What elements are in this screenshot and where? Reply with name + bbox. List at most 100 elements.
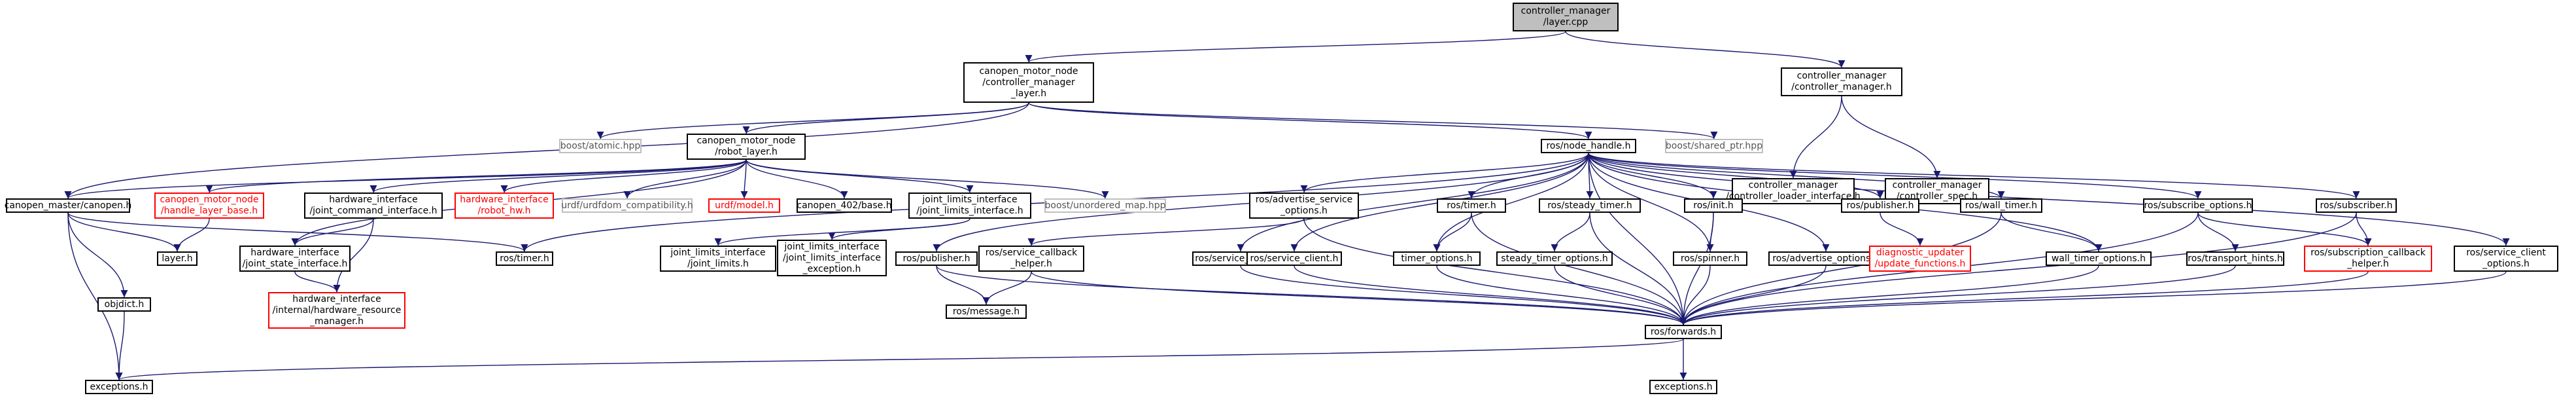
edge-cmn_layer-boost_atomic xyxy=(596,102,1029,139)
node-boost-shared-ptr[interactable]: boost/shared_ptr.hpp xyxy=(1665,139,1763,153)
edge-ros_pub-diag xyxy=(1880,212,1924,246)
node-ros-timer-left[interactable]: ros/timer.h xyxy=(496,251,553,266)
edge-pub2-forwards xyxy=(936,265,1687,325)
node-boost-unordered-map[interactable]: boost/unordered_map.hpp xyxy=(1044,198,1166,213)
edge-scb-forwards xyxy=(1031,271,1687,325)
node-canopen-402-base[interactable]: canopen_402/base.h xyxy=(797,198,892,213)
edge-canopen_h-layer_h xyxy=(67,212,181,252)
edge-subscriber-forwards xyxy=(1679,212,2357,325)
node-layer-h[interactable]: layer.h xyxy=(157,251,197,266)
edge-wall_timer-wall_opt xyxy=(2001,212,2103,252)
node-timer-options[interactable]: timer_options.h xyxy=(1393,251,1481,266)
edge-canopen_h-exc1 xyxy=(67,212,123,380)
edge-subscriber-sub_cb xyxy=(2356,212,2372,246)
edge-root-cmn_layer xyxy=(1025,31,1566,63)
edge-ros_init-forwards xyxy=(1679,212,1714,325)
edge-robot_layer-canopen_h xyxy=(64,159,747,199)
edge-robot_layer-jci xyxy=(369,159,747,193)
node-ros-spinner[interactable]: ros/spinner.h xyxy=(1673,251,1747,266)
edge-srv_server-forwards xyxy=(1240,265,1687,325)
node-ros-publisher-left[interactable]: ros/publisher.h xyxy=(895,251,978,266)
node-service-callback-helper[interactable]: ros/service_callback _helper.h xyxy=(978,246,1084,272)
node-diagnostic-updater-update-functions[interactable]: diagnostic_updater /update_functions.h xyxy=(1869,246,1971,272)
node-joint-limits-interface-exception[interactable]: joint_limits_interface /joint_limits_int… xyxy=(777,240,887,276)
node-exceptions-left[interactable]: exceptions.h xyxy=(85,380,153,394)
edge-robot_layer-urdf_model xyxy=(740,159,748,199)
node-ros-subscribe-options[interactable]: ros/subscribe_options.h xyxy=(2143,198,2253,213)
node-robot-layer[interactable]: canopen_motor_node /robot_layer.h xyxy=(687,134,806,160)
edge-scb-message xyxy=(982,271,1032,305)
edge-node_handle-spinner xyxy=(1588,153,1714,252)
node-joint-limits-h[interactable]: joint_limits_interface /joint_limits.h xyxy=(660,246,776,272)
node-urdfdom-compatibility[interactable]: urdf/urdfdom_compatibility.h xyxy=(561,198,693,213)
node-ros-timer[interactable]: ros/timer.h xyxy=(1437,198,1506,213)
edge-node_handle-forwards xyxy=(1588,153,1687,325)
node-controller-loader-interface[interactable]: controller_manager /controller_loader_in… xyxy=(1726,178,1861,204)
edge-node_handle-srv_server xyxy=(1237,153,1589,252)
edge-spinner-forwards xyxy=(1679,265,1711,325)
edge-steady_opt-forwards xyxy=(1554,265,1687,325)
node-controller-manager-layer-h[interactable]: canopen_motor_node /controller_manager _… xyxy=(963,62,1094,103)
edge-canopen_h-timer_h xyxy=(67,212,528,252)
edge-steady_timer-steady_opt xyxy=(1551,212,1590,252)
edge-adv_srv_opt-forwards xyxy=(1303,218,1687,325)
edge-root-cm_h xyxy=(1565,31,1846,68)
node-ros-message[interactable]: ros/message.h xyxy=(946,304,1027,319)
edge-cmn_layer-node_handle xyxy=(1028,102,1592,139)
node-ros-node-handle[interactable]: ros/node_handle.h xyxy=(1541,139,1636,153)
edge-cm_h-cspec xyxy=(1841,96,1941,179)
node-joint-state-interface[interactable]: hardware_interface /joint_state_interfac… xyxy=(239,246,351,272)
edge-jci-jsi xyxy=(291,218,374,246)
edge-adv_opt-forwards xyxy=(1679,265,1827,325)
node-handle-layer-base[interactable]: canopen_motor_node /handle_layer_base.h xyxy=(154,193,264,219)
edge-robot_layer-hlb xyxy=(205,159,747,193)
node-controller-manager-layer-cpp[interactable]: controller_manager /layer.cpp xyxy=(1513,3,1619,31)
node-objdict[interactable]: objdict.h xyxy=(97,297,151,312)
node-joint-command-interface[interactable]: hardware_interface /joint_command_interf… xyxy=(304,193,443,219)
edge-node_handle-ros_pub xyxy=(1588,153,1884,199)
edge-node_handle-timer_opt xyxy=(1433,153,1589,252)
node-wall-timer-options[interactable]: wall_timer_options.h xyxy=(2046,251,2152,266)
edge-srv_client-forwards xyxy=(1294,265,1687,325)
node-ros-subscriber[interactable]: ros/subscriber.h xyxy=(2316,198,2397,213)
edge-cm_h-cli xyxy=(1789,96,1842,179)
node-exceptions-bottom[interactable]: exceptions.h xyxy=(1649,380,1717,394)
node-advertise-service-options[interactable]: ros/advertise_service _options.h xyxy=(1249,193,1359,219)
edge-cmn_layer-shared_ptr xyxy=(1028,102,1718,139)
node-ros-forwards[interactable]: ros/forwards.h xyxy=(1645,325,1722,339)
edge-wall_timer-forwards xyxy=(1679,212,2002,325)
edge-sub_opt-sub_cb xyxy=(2197,212,2372,246)
edge-steady_timer-forwards xyxy=(1589,212,1687,325)
node-robot-hw[interactable]: hardware_interface /robot_hw.h xyxy=(455,193,554,219)
node-joint-limits-interface[interactable]: joint_limits_interface /joint_limits_int… xyxy=(908,193,1031,219)
node-ros-publisher-right[interactable]: ros/publisher.h xyxy=(1841,198,1919,213)
edge-node_handle-subscriber xyxy=(1588,153,2360,199)
node-controller-manager-h[interactable]: controller_manager /controller_manager.h xyxy=(1781,67,1902,96)
node-subscription-callback-helper[interactable]: ros/subscription_callback _helper.h xyxy=(2304,246,2432,272)
node-service-client-options[interactable]: ros/service_client _options.h xyxy=(2454,246,2558,272)
node-ros-advertise-options[interactable]: ros/advertise_options.h xyxy=(1768,251,1883,266)
edge-transport-forwards xyxy=(1679,265,2236,325)
edge-objdict-exc1 xyxy=(115,311,125,380)
edge-ros_timer-forwards xyxy=(1471,212,1687,325)
edge-sub_opt-transport xyxy=(2197,212,2239,252)
node-hardware-resource-manager[interactable]: hardware_interface /internal/hardware_re… xyxy=(268,292,405,329)
node-steady-timer-options[interactable]: steady_timer_options.h xyxy=(1496,251,1613,266)
edge-canopen_h-objdict xyxy=(67,212,128,298)
node-boost-atomic[interactable]: boost/atomic.hpp xyxy=(559,139,642,153)
edge-jsi-hw_rm xyxy=(294,271,341,293)
edge-node_handle-ros_init xyxy=(1588,153,1717,199)
node-ros-wall-timer[interactable]: ros/wall_timer.h xyxy=(1960,198,2042,213)
node-urdf-model[interactable]: urdf/model.h xyxy=(708,198,780,213)
edge-forwards-exc1 xyxy=(116,339,1684,380)
node-ros-service-client[interactable]: ros/service_client.h xyxy=(1246,251,1342,266)
node-ros-steady-timer[interactable]: ros/steady_timer.h xyxy=(1539,198,1641,213)
node-ros-init[interactable]: ros/init.h xyxy=(1684,198,1743,213)
node-canopen-h[interactable]: canopen_master/canopen.h xyxy=(5,198,131,213)
node-ros-transport-hints[interactable]: ros/transport_hints.h xyxy=(2186,251,2284,266)
edge-srv_cli_opt-forwards xyxy=(1679,271,2507,325)
edge-cmn_layer-canopen_h xyxy=(64,102,1029,199)
edge-cmn_layer-robot_layer xyxy=(742,102,1029,134)
